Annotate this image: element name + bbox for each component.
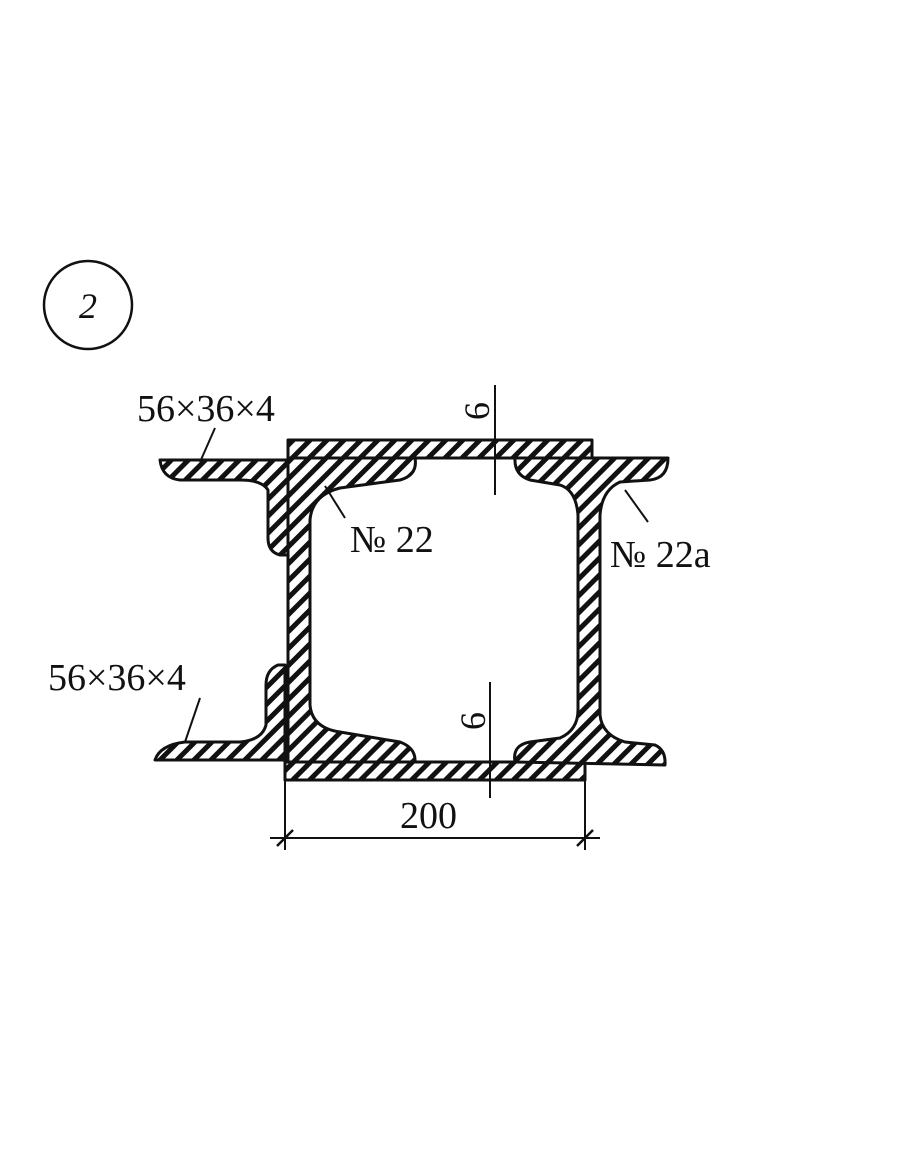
channel-label: № 22	[350, 519, 434, 561]
bottom-angle	[153, 663, 287, 762]
channel-leader	[324, 485, 346, 519]
bottom-angle-leader	[184, 697, 201, 743]
angle-top-label: 56×36×4	[137, 388, 275, 430]
figure-number-badge: 2	[42, 259, 134, 351]
bottom-plate	[283, 760, 587, 782]
top-plate	[286, 438, 594, 460]
ibeam-leader	[624, 489, 649, 523]
top-plate-thickness-label: 6	[457, 402, 497, 420]
angle-bottom-label: 56×36×4	[48, 657, 186, 699]
ibeam-label: № 22a	[610, 534, 711, 576]
channel-section	[286, 456, 417, 764]
ibeam-section	[513, 456, 670, 767]
top-angle-leader	[199, 427, 216, 463]
top-angle	[158, 458, 290, 557]
bottom-plate-thickness-label: 6	[453, 712, 493, 730]
figure-number: 2	[79, 286, 97, 326]
width-dimension-label: 200	[400, 795, 457, 837]
